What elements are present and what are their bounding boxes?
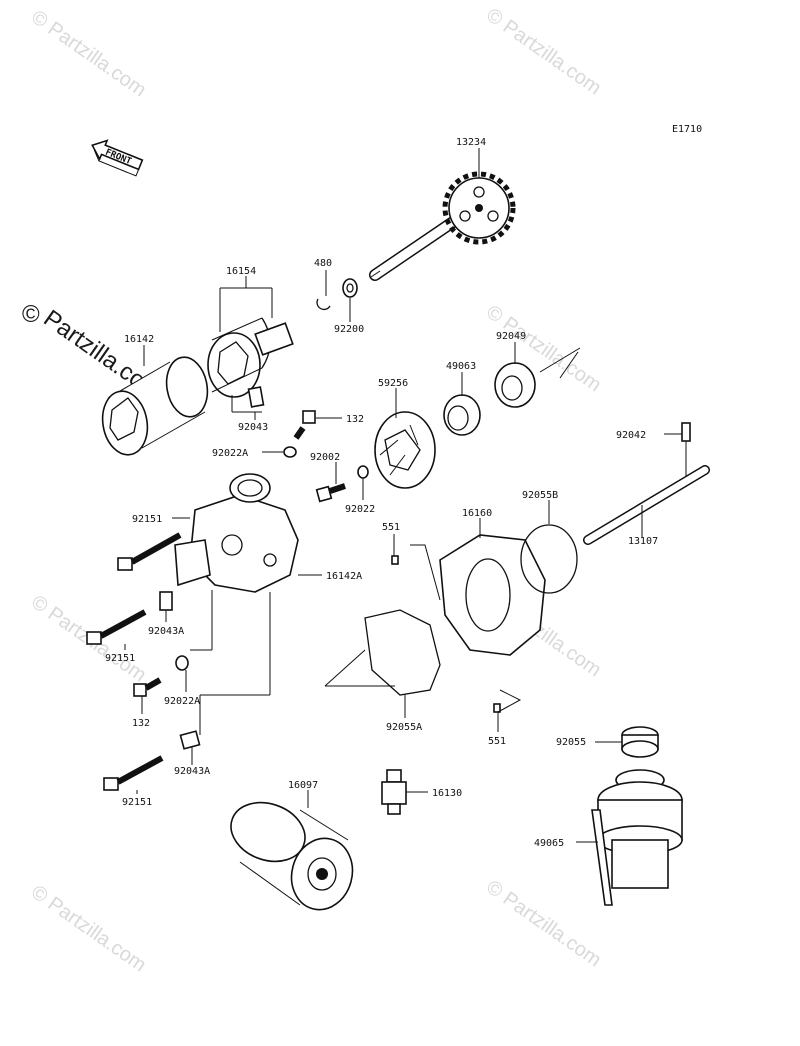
label-92200: 92200	[334, 324, 364, 335]
label-551-top: 551	[382, 522, 400, 533]
washer-92022	[357, 465, 369, 479]
bearing-92049	[494, 362, 536, 408]
strainer-49065	[591, 769, 683, 906]
label-59256: 59256	[378, 378, 408, 389]
seal-49063	[443, 394, 481, 436]
bolt-92002	[315, 483, 346, 503]
leader-lines	[124, 148, 687, 843]
rotor-16154	[207, 317, 294, 398]
label-480: 480	[314, 258, 332, 269]
bolt-132-top	[293, 410, 316, 440]
label-92055A: 92055A	[386, 722, 422, 733]
front-arrow-icon: FRONT	[91, 139, 144, 177]
watermark-copyright-symbol: ©	[22, 301, 40, 328]
pump-body-16142A	[174, 473, 299, 593]
oring-92055B	[520, 524, 578, 594]
label-13107: 13107	[628, 536, 658, 547]
label-132-top: 132	[346, 414, 364, 425]
label-92022A-top: 92022A	[212, 448, 248, 459]
washer-92200	[342, 278, 358, 298]
bolt-132-low	[133, 677, 162, 697]
label-551-low: 551	[488, 736, 506, 747]
pin-92042	[681, 422, 691, 442]
label-92022A-low: 92022A	[164, 696, 200, 707]
label-13234: 13234	[456, 137, 486, 148]
label-16142A: 16142A	[326, 571, 362, 582]
label-16097: 16097	[288, 780, 318, 791]
pin-551-b	[493, 703, 501, 713]
oil-filter-16097	[228, 801, 354, 912]
label-92042: 92042	[616, 430, 646, 441]
label-132-low: 132	[132, 718, 150, 729]
bolt-92151-a	[117, 532, 182, 571]
label-92043A-b: 92043A	[174, 766, 210, 777]
gear-shaft-13234	[369, 171, 516, 281]
circlip-480	[316, 298, 331, 311]
diagram-code: E1710	[672, 124, 702, 135]
bolt-92151-b	[86, 609, 147, 645]
label-16142: 16142	[124, 334, 154, 345]
label-92043: 92043	[238, 422, 268, 433]
label-92049: 92049	[496, 331, 526, 342]
gasket-92055A	[364, 609, 441, 696]
label-49065: 49065	[534, 838, 564, 849]
label-49063: 49063	[446, 361, 476, 372]
pin-92043	[247, 386, 265, 408]
label-92151-b: 92151	[105, 653, 135, 664]
label-92055B: 92055B	[522, 490, 558, 501]
impeller-59256	[374, 411, 436, 489]
cap-92055	[621, 726, 659, 758]
washer-92022A-low	[175, 655, 189, 671]
watermark-text: © Partzilla.com	[27, 881, 150, 976]
label-16130: 16130	[432, 788, 462, 799]
label-92151-a: 92151	[132, 514, 162, 525]
label-16154: 16154	[226, 266, 256, 277]
label-92055: 92055	[556, 737, 586, 748]
pin-551-a	[391, 555, 399, 565]
watermark-text: © Partzilla.com	[27, 6, 150, 101]
fitting-16130	[381, 769, 407, 815]
watermark-text: © Partzilla.com	[482, 876, 605, 971]
part-labels: 13234 480 92200 16154 16142 92043 132 59…	[105, 137, 658, 849]
label-16160: 16160	[462, 508, 492, 519]
pin-92043A-b	[179, 730, 201, 750]
watermark-text: © Partzilla.com	[482, 4, 605, 99]
cover-16160	[439, 534, 546, 656]
label-92151-c: 92151	[122, 797, 152, 808]
pin-92043A-a	[159, 591, 173, 611]
label-92022: 92022	[345, 504, 375, 515]
washer-92022A-top	[283, 446, 297, 458]
label-92002: 92002	[310, 452, 340, 463]
label-92043A-a: 92043A	[148, 626, 184, 637]
shaft-13107	[583, 465, 710, 545]
bolt-92151-c	[103, 755, 164, 791]
rotor-16142	[101, 356, 209, 456]
